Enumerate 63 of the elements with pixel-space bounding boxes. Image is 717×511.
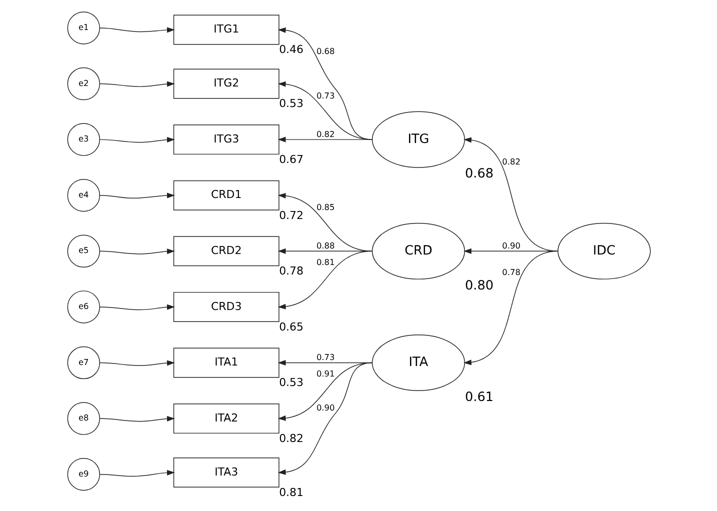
node-box: CRD3 xyxy=(172,292,279,322)
edge-label: 0.90 xyxy=(502,240,520,251)
node-label: 0.46 xyxy=(278,43,304,56)
arrow xyxy=(463,250,558,366)
edge-label: 0.88 xyxy=(316,240,334,251)
node-box: ITA1 xyxy=(172,348,279,378)
node-circle: e9 xyxy=(66,458,100,491)
arrow xyxy=(98,248,174,254)
node-box: ITG3 xyxy=(172,124,279,155)
node-label: 0.61 xyxy=(464,390,494,405)
node-circle: e6 xyxy=(66,290,100,324)
arrow xyxy=(98,416,174,422)
node-label: 0.65 xyxy=(278,320,304,334)
edge-label: 0.73 xyxy=(316,352,334,362)
node-label: 0.80 xyxy=(464,278,494,294)
edge-label: 0.85 xyxy=(316,202,334,212)
node-box: ITG1 xyxy=(172,14,279,45)
arrow xyxy=(277,362,372,475)
edge-label: 0.90 xyxy=(316,402,334,412)
arrow xyxy=(98,470,174,477)
node-circle: e7 xyxy=(66,346,100,380)
node-label: 0.68 xyxy=(464,166,494,182)
edge-label: 0.68 xyxy=(316,46,334,56)
node-label: 0.78 xyxy=(278,264,304,278)
edge-label: 0.82 xyxy=(316,128,334,139)
node-label: 0.72 xyxy=(278,208,304,222)
node-label: 0.67 xyxy=(278,152,304,166)
edge-label: 0.82 xyxy=(502,156,520,166)
node-circle: e5 xyxy=(66,234,100,268)
arrow xyxy=(277,81,372,140)
node-ellipse: ITA xyxy=(371,334,465,392)
arrow xyxy=(98,27,174,33)
node-ellipse: IDC xyxy=(557,222,650,280)
node-circle: e2 xyxy=(66,67,100,100)
node-box: ITA3 xyxy=(172,458,279,488)
node-label: 0.81 xyxy=(278,486,304,499)
node-ellipse: ITG xyxy=(371,111,465,168)
node-label: 0.53 xyxy=(278,376,304,390)
node-circle: e4 xyxy=(66,178,100,212)
node-box: ITA2 xyxy=(172,404,279,434)
edge-label: 0.73 xyxy=(316,90,334,101)
arrow xyxy=(98,360,174,366)
arrow xyxy=(463,137,558,252)
edge-label: 0.91 xyxy=(316,368,334,379)
arrow xyxy=(98,192,174,199)
node-circle: e1 xyxy=(66,12,100,44)
arrow xyxy=(277,27,372,140)
arrow xyxy=(277,136,372,142)
node-box: CRD1 xyxy=(172,180,279,210)
edge-label: 0.78 xyxy=(502,267,520,278)
node-label: 0.53 xyxy=(278,97,304,110)
node-circle: e3 xyxy=(66,123,100,156)
arrow xyxy=(98,304,174,310)
arrow xyxy=(277,192,372,252)
node-circle: e8 xyxy=(66,402,100,435)
node-ellipse: CRD xyxy=(371,222,465,280)
arrow xyxy=(98,81,174,87)
node-box: ITG2 xyxy=(172,68,279,99)
edge-label: 0.81 xyxy=(316,257,334,268)
arrow xyxy=(277,250,372,310)
arrow xyxy=(98,137,174,143)
node-label: 0.82 xyxy=(278,432,304,445)
node-box: CRD2 xyxy=(172,236,279,266)
